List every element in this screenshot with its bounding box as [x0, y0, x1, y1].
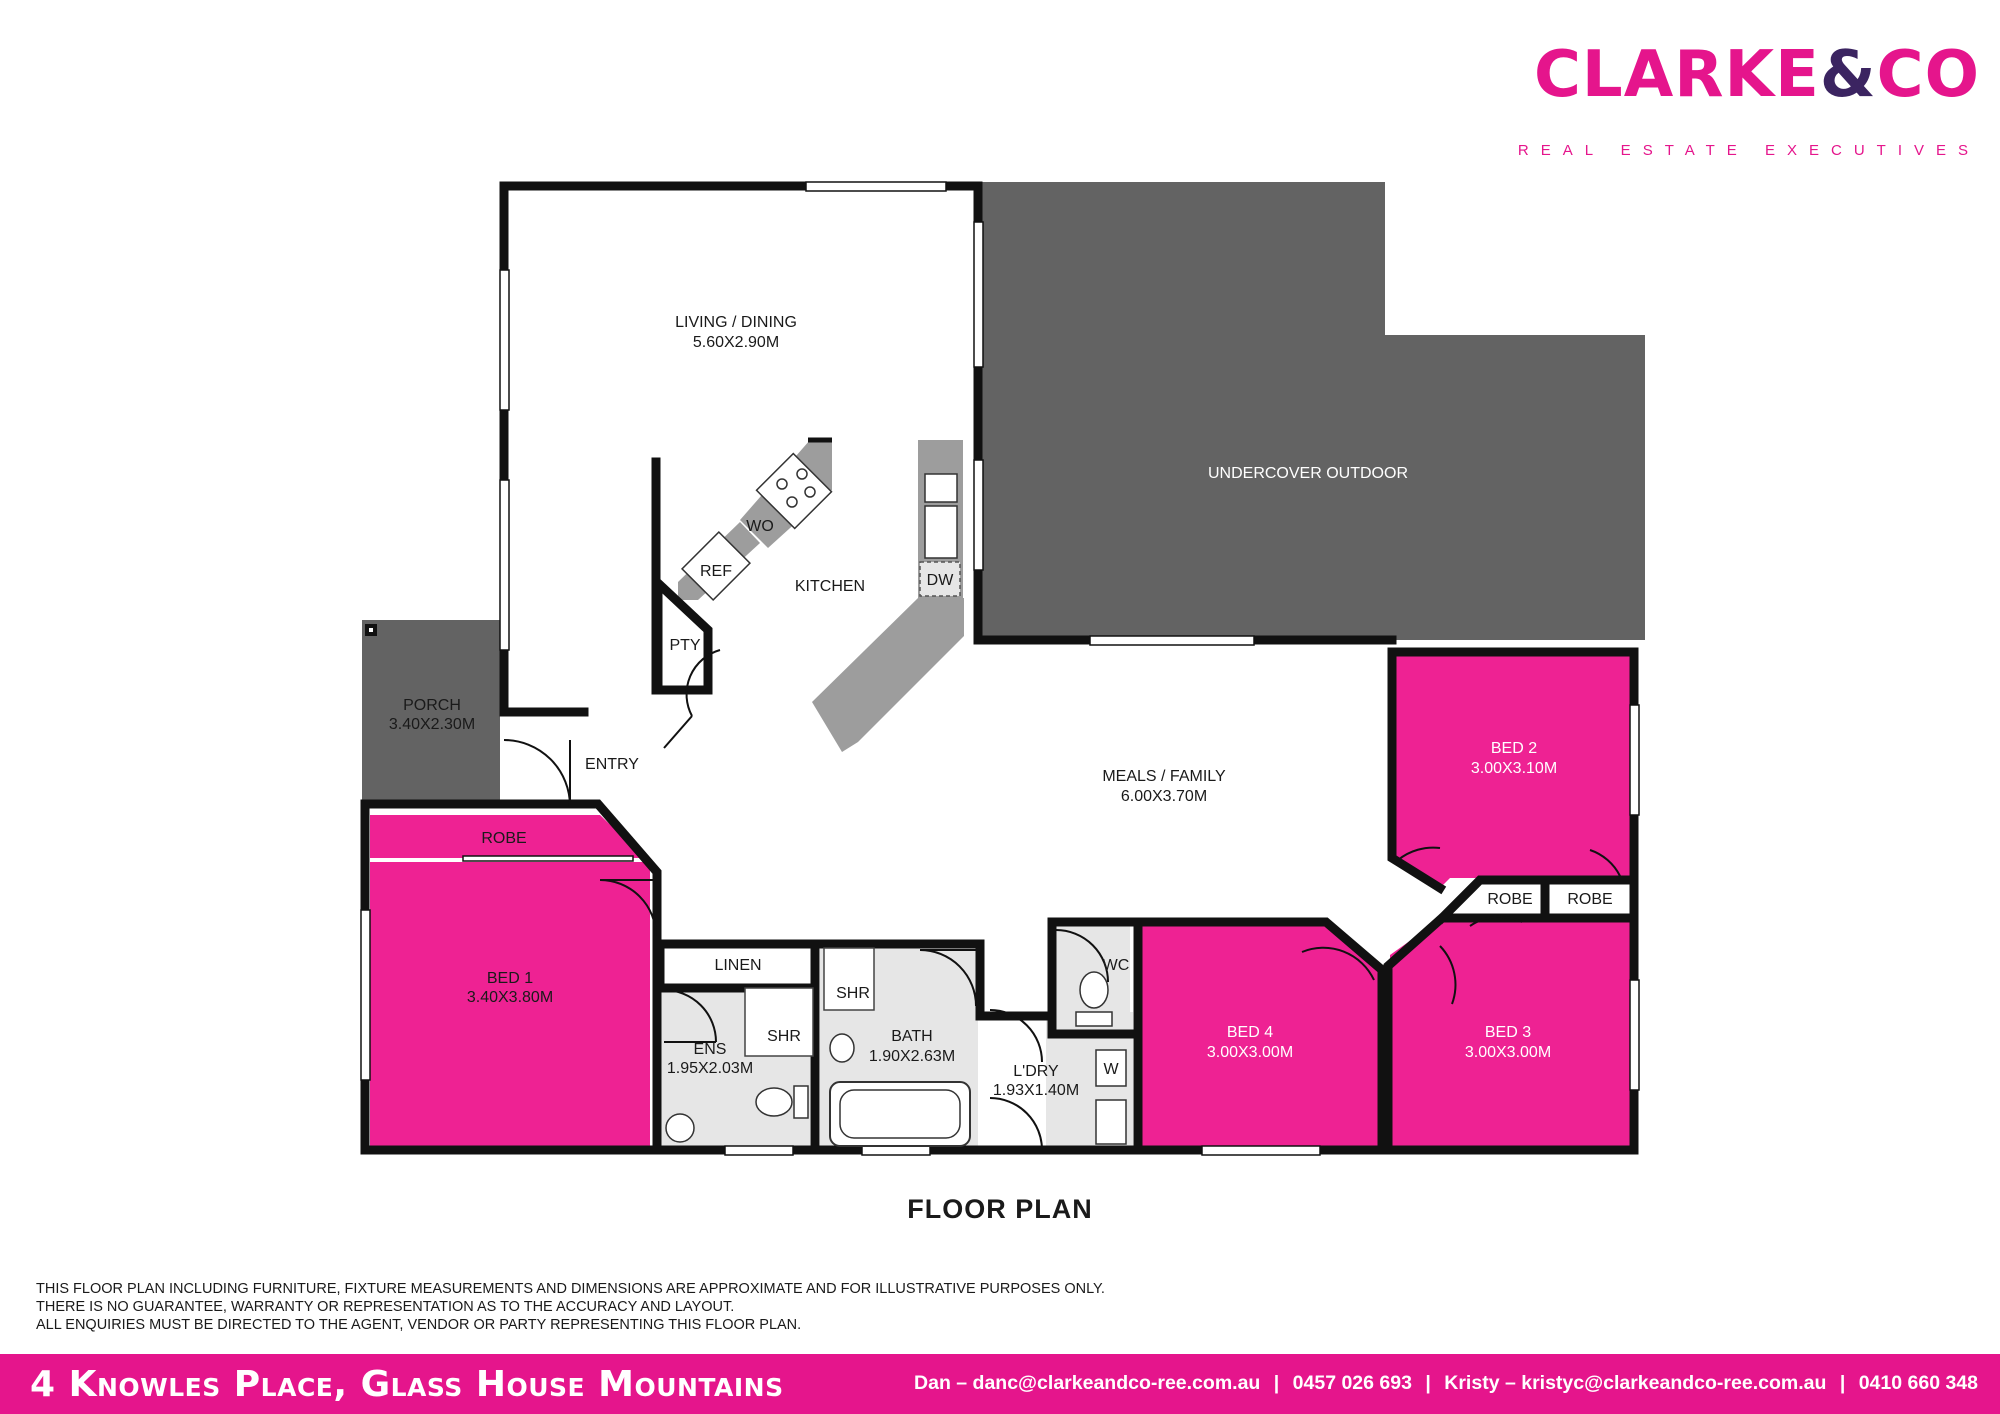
dw-label: DW	[927, 572, 955, 589]
contact-separator: |	[1425, 1372, 1431, 1394]
disclaimer-line: ALL ENQUIRIES MUST BE DIRECTED TO THE AG…	[36, 1317, 802, 1333]
cooktop-icon	[755, 452, 833, 530]
footer-bar: 4 Knowles Place, Glass House Mountains D…	[0, 1354, 2000, 1414]
agent-contacts: Dan – danc@clarkeandco-ree.com.au | 0457…	[914, 1372, 1978, 1395]
porch-size: 3.40X2.30M	[389, 716, 475, 733]
bed2-label: BED 2	[1491, 740, 1537, 757]
bath-label: BATH	[891, 1028, 932, 1045]
sink-icon	[924, 473, 958, 503]
basin-icon	[829, 1033, 855, 1063]
bath-size: 1.90X2.63M	[869, 1048, 955, 1065]
bed3-label: BED 3	[1485, 1024, 1531, 1041]
dishwasher-icon	[919, 561, 961, 597]
robe1-label: ROBE	[481, 830, 526, 847]
meals-label: MEALS / FAMILY	[1102, 768, 1226, 785]
brand-logo: CLARKE&CO REAL ESTATE EXECUTIVES	[1518, 38, 1980, 159]
property-address: 4 Knowles Place, Glass House Mountains	[30, 1364, 784, 1405]
robe3-label: ROBE	[1567, 891, 1612, 908]
undercover-outdoor-area	[978, 182, 1645, 640]
laundry-tub-icon	[1095, 1099, 1127, 1145]
brand-name: CLARKE&CO	[1533, 38, 1980, 112]
bed2-area	[1392, 652, 1634, 888]
ensuite-basin-icon	[665, 1113, 695, 1143]
agent-contact-kristy[interactable]: Kristy – kristyc@clarkeandco-ree.com.au	[1444, 1372, 1827, 1394]
wc-toilet-icon	[1079, 971, 1109, 1009]
w-label: W	[1103, 1061, 1119, 1078]
disclaimer-line: THERE IS NO GUARANTEE, WARRANTY OR REPRE…	[36, 1299, 735, 1315]
living-size: 5.60X2.90M	[693, 334, 779, 351]
contact-separator: |	[1273, 1372, 1280, 1394]
wc-label: WC	[1103, 957, 1130, 974]
disclaimer-line: THIS FLOOR PLAN INCLUDING FURNITURE, FIX…	[36, 1281, 1105, 1297]
bed4-size: 3.00X3.00M	[1207, 1044, 1293, 1061]
linen-label: LINEN	[714, 957, 761, 974]
disclaimer: THIS FLOOR PLAN INCLUDING FURNITURE, FIX…	[36, 1280, 1105, 1334]
ens-label: ENS	[694, 1041, 727, 1058]
washer-icon	[1095, 1049, 1127, 1087]
contact-separator: |	[1839, 1372, 1846, 1394]
windows	[360, 181, 1640, 1156]
porch-label: PORCH	[403, 697, 461, 714]
floor-plan: LIVING / DINING 5.60X2.90M UNDERCOVER OU…	[360, 181, 1645, 1156]
bed1-size: 3.40X3.80M	[467, 989, 553, 1006]
entry-label: ENTRY	[585, 756, 639, 773]
bed4-area	[1140, 922, 1382, 1150]
ens-shr-label: SHR	[767, 1028, 801, 1045]
bath-shower	[823, 947, 875, 1011]
bathtub-icon	[829, 1081, 971, 1147]
doors	[503, 649, 1621, 1151]
bed1-area	[370, 862, 650, 1150]
ldry-label: L'DRY	[1013, 1063, 1059, 1080]
wo-label: WO	[746, 518, 774, 535]
agent-phone-dan[interactable]: 0457 026 693	[1292, 1372, 1412, 1394]
brand-ampersand: &	[1819, 38, 1877, 112]
ens-size: 1.95X2.03M	[667, 1060, 753, 1077]
ensuite-shower	[744, 987, 814, 1057]
meals-size: 6.00X3.70M	[1121, 788, 1207, 805]
porch-area	[362, 620, 500, 802]
robe1-area	[370, 815, 645, 858]
ensuite-toilet-icon	[755, 1087, 793, 1117]
brand-tagline: REAL ESTATE EXECUTIVES	[1517, 142, 1980, 159]
bed3-size: 3.00X3.00M	[1465, 1044, 1551, 1061]
ref-label: REF	[700, 563, 732, 580]
fridge-icon	[680, 530, 752, 602]
agent-contact-dan[interactable]: Dan – danc@clarkeandco-ree.com.au	[914, 1372, 1261, 1394]
bed4-label: BED 4	[1227, 1024, 1273, 1041]
floor-plan-title: FLOOR PLAN	[907, 1194, 1093, 1224]
bed3-area	[1390, 918, 1634, 1150]
agent-phone-kristy[interactable]: 0410 660 348	[1858, 1372, 1978, 1394]
pty-label: PTY	[669, 637, 700, 654]
living-label: LIVING / DINING	[675, 314, 797, 331]
robe2-label: ROBE	[1487, 891, 1532, 908]
bath-shr-label: SHR	[836, 985, 870, 1002]
undercover-label: UNDERCOVER OUTDOOR	[1208, 465, 1408, 482]
kitchen-label: KITCHEN	[795, 578, 865, 595]
bed2-size: 3.00X3.10M	[1471, 760, 1557, 777]
bed1-label: BED 1	[487, 970, 533, 987]
kitchen-island	[812, 598, 964, 752]
ldry-size: 1.93X1.40M	[993, 1082, 1079, 1099]
